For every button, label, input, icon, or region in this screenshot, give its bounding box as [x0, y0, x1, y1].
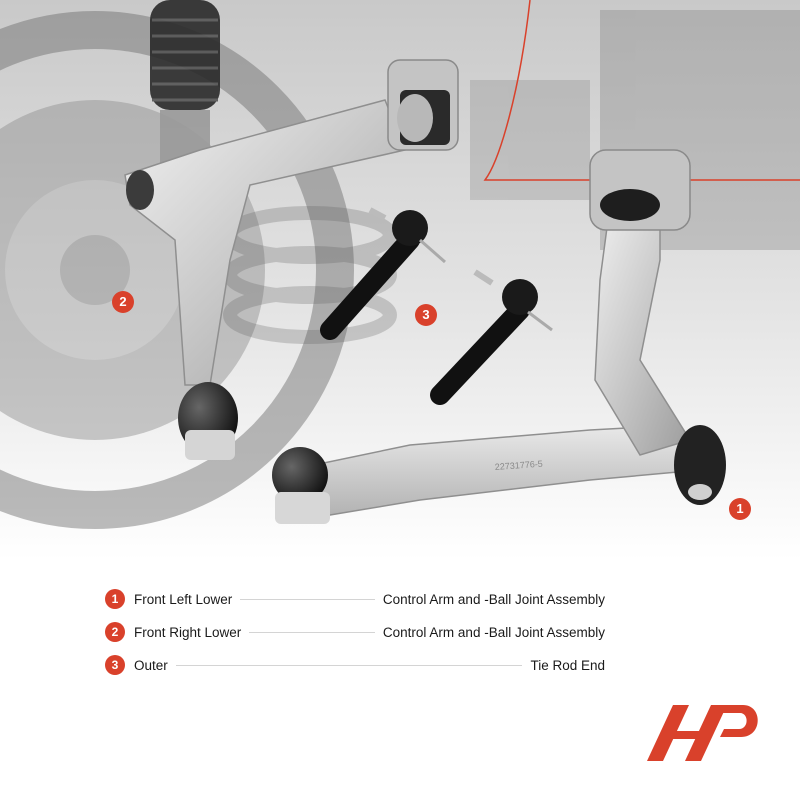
control-arm-front-right-lower [124, 59, 459, 460]
legend-item-part: Control Arm and -Ball Joint Assembly [382, 624, 605, 640]
legend-item: 3 Outer Tie Rod End [105, 654, 605, 676]
legend-item-part: Tie Rod End [530, 657, 605, 673]
callout-number: 2 [119, 294, 127, 309]
callout-3: 3 [415, 304, 437, 326]
legend-item-position: Front Right Lower [134, 624, 242, 640]
legend-number-badge: 3 [105, 655, 125, 675]
control-arm-front-left-lower: 22731776-5 [272, 149, 726, 524]
callout-2: 2 [112, 291, 134, 313]
legend-leader-line [249, 631, 375, 633]
callout-number: 3 [422, 307, 430, 322]
tie-rod-end-right [430, 269, 553, 405]
brand-logo-icon [647, 705, 758, 761]
part-number-engraving: 22731776-5 [494, 459, 543, 472]
tie-rod-end-left [320, 207, 446, 340]
callout-1: 1 [729, 498, 751, 520]
product-scene: 22731776-5 [0, 0, 800, 560]
legend-item-position: Front Left Lower [134, 591, 233, 607]
legend-item: 2 Front Right Lower Control Arm and -Bal… [105, 621, 605, 643]
legend-item-part: Control Arm and -Ball Joint Assembly [382, 591, 605, 607]
parts-legend: 1 Front Left Lower Control Arm and -Ball… [105, 588, 605, 687]
detail-inset-arc [483, 0, 800, 181]
legend-number-badge: 1 [105, 589, 125, 609]
callout-number: 1 [736, 501, 744, 516]
legend-leader-line [175, 664, 523, 666]
legend-item: 1 Front Left Lower Control Arm and -Ball… [105, 588, 605, 610]
legend-number-badge: 2 [105, 622, 125, 642]
legend-leader-line [240, 598, 375, 600]
legend-item-position: Outer [134, 657, 168, 673]
